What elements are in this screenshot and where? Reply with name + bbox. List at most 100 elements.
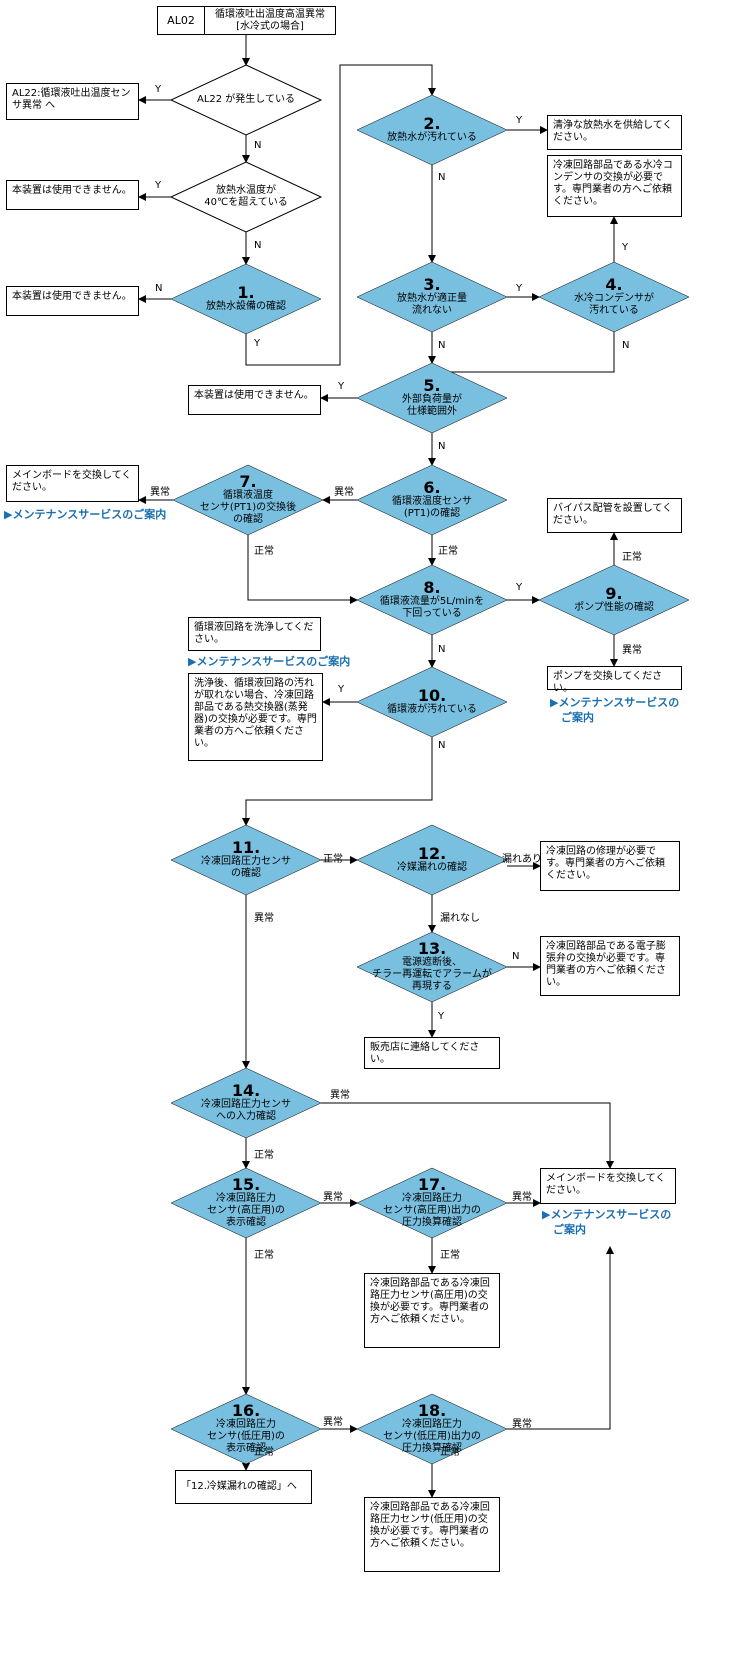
edge-label-n: N (438, 340, 446, 351)
edge-label-abnormal: 異常 (254, 913, 274, 924)
edge-label-n: N (512, 951, 520, 962)
decision-label-d17: 17.冷凍回路圧力 センサ(高圧用)出力の 圧力換算確認 (383, 1177, 481, 1229)
decision-diamond-d4 (538, 261, 690, 333)
edge-label-n: N (438, 740, 446, 751)
edge-label-normal: 正常 (622, 552, 642, 563)
box-condenser-replace: 冷凍回路部品である水冷コンデンサの交換が必要です。専門業者の方へご依頼ください。 (547, 155, 682, 217)
link-maintenance-2[interactable]: ▶メンテナンスサービスのご案内 (188, 655, 351, 668)
decision-diamond-d9 (538, 564, 690, 636)
decision-number: 8. (423, 578, 441, 597)
decision-diamond-d_al22 (169, 64, 323, 136)
edge-label-n: N (622, 340, 630, 351)
decision-label-d8: 8.循環液流量が5L/minを 下回っている (380, 580, 484, 620)
decision-diamond-d2 (356, 94, 508, 166)
edge-label-y: Y (622, 242, 629, 253)
decision-number: 18. (417, 1401, 447, 1420)
decision-number: 7. (239, 472, 257, 491)
link-maintenance-4-line2: ご案内 (553, 1223, 586, 1236)
box-flush: 循環液回路を洗浄してください。 (188, 617, 321, 651)
decision-label-d15: 15.冷凍回路圧力 センサ(高圧用)の 表示確認 (207, 1177, 285, 1229)
decision-diamond-d10 (356, 666, 508, 738)
decision-diamond-d18 (356, 1393, 508, 1465)
decision-diamond-d7 (172, 464, 324, 536)
decision-text: 冷凍回路圧力 センサ(高圧用)出力の 圧力換算確認 (383, 1193, 481, 1228)
decision-diamond-d16 (170, 1393, 322, 1465)
decision-number: 4. (605, 275, 623, 294)
decision-diamond-d5 (356, 362, 508, 434)
decision-diamond-d13 (356, 931, 508, 1003)
edge-label-abnormal: 異常 (323, 1417, 343, 1428)
decision-text: 循環液流量が5L/minを 下回っている (379, 596, 485, 619)
edge-label-normal: 正常 (254, 1447, 274, 1458)
decision-diamond-d14 (170, 1067, 322, 1139)
edge-label-abnormal: 異常 (622, 645, 642, 656)
decision-label-d16: 16.冷凍回路圧力 センサ(低圧用)の 表示確認 (207, 1403, 285, 1455)
decision-label-d3: 3.放熱水が適正量 流れない (397, 277, 467, 317)
decision-text: 電源遮断後、 チラー再運転でアラームが 再現する (372, 957, 492, 992)
edge-label-y: Y (155, 84, 162, 95)
decision-label-d10: 10.循環液が汚れている (387, 688, 477, 716)
decision-number: 6. (423, 478, 441, 497)
decision-label-d14: 14.冷凍回路圧力センサ への入力確認 (201, 1083, 291, 1123)
connector-line (247, 535, 358, 604)
decision-label-d4: 4.水冷コンデンサが 汚れている (574, 277, 654, 317)
edge-label-n: N (155, 283, 163, 294)
decision-label-d5: 5.外部負荷量が 仕様範囲外 (402, 378, 462, 418)
decision-text: 冷凍回路圧力 センサ(低圧用)の 表示確認 (207, 1419, 285, 1454)
decision-label-d12: 12.冷媒漏れの確認 (397, 846, 467, 874)
decision-label-d9: 9.ポンプ性能の確認 (574, 586, 654, 614)
box-unusable-2: 本装置は使用できません。 (6, 286, 139, 316)
box-al22-sensor: AL22:循環液吐出温度センサ異常 へ (6, 83, 139, 120)
edge-label-normal: 正常 (254, 1250, 274, 1261)
edge-label-normal: 正常 (438, 546, 458, 557)
decision-text: 循環液温度センサ (PT1)の確認 (392, 496, 472, 519)
decision-number: 2. (423, 114, 441, 133)
decision-diamond-d11 (170, 824, 322, 896)
box-mainboard-2: メインボードを交換してください。 (540, 1168, 676, 1204)
box-pump-replace: ポンプを交換してください。 (547, 666, 682, 694)
decision-text: 循環液温度 センサ(PT1)の交換後 の確認 (199, 490, 297, 525)
decision-text: 外部負荷量が 仕様範囲外 (402, 394, 462, 417)
decision-number: 5. (423, 376, 441, 395)
alarm-title-line2: [水冷式の場合] (236, 20, 304, 32)
alarm-title-table: AL02 循環液吐出温度高温異常 [水冷式の場合] (157, 6, 336, 35)
decision-label-d1: 1.放熱水設備の確認 (206, 285, 286, 313)
box-mainboard-1: メインボードを交換してください。 (6, 465, 139, 502)
link-maintenance-3-line2: ご案内 (561, 711, 594, 724)
decision-number: 14. (231, 1081, 261, 1100)
link-maintenance-1[interactable]: ▶メンテナンスサービスのご案内 (4, 508, 167, 521)
decision-text: 水冷コンデンサが 汚れている (574, 293, 654, 316)
decision-number: 17. (417, 1175, 447, 1194)
connector-line (321, 1102, 614, 1169)
decision-number: 16. (231, 1401, 261, 1420)
decision-text: 放熱水が汚れている (387, 132, 477, 143)
decision-number: 10. (417, 686, 447, 705)
edge-label-normal: 正常 (440, 1250, 460, 1261)
edge-label-n: N (438, 441, 446, 452)
decision-number: 11. (231, 838, 261, 857)
connector-line (245, 64, 436, 366)
decision-number: 15. (231, 1175, 261, 1194)
edge-label-abnormal: 異常 (150, 487, 170, 498)
decision-diamond-d17 (356, 1167, 508, 1239)
decision-diamond-d3 (356, 261, 508, 333)
edge-label-n: N (438, 172, 446, 183)
decision-label-d7: 7.循環液温度 センサ(PT1)の交換後 の確認 (200, 474, 296, 526)
box-refrigerant-repair: 冷凍回路の修理が必要です。専門業者の方へご依頼ください。 (540, 841, 680, 891)
box-contact-dealer: 販売店に連絡してください。 (364, 1037, 500, 1069)
edge-label-abnormal: 異常 (334, 487, 354, 498)
connector-line (242, 737, 433, 826)
link-maintenance-3[interactable]: ▶メンテナンスサービスのご案内 (550, 695, 679, 725)
decision-label-d2: 2.放熱水が汚れている (387, 116, 477, 144)
edge-label-n: N (254, 140, 262, 151)
box-unusable-1: 本装置は使用できません。 (6, 180, 139, 210)
decision-diamond-d12 (356, 824, 508, 896)
edge-label-normal: 正常 (254, 546, 274, 557)
edge-label-n: N (254, 240, 262, 251)
link-maintenance-4[interactable]: ▶メンテナンスサービスのご案内 (542, 1207, 671, 1237)
decision-text: AL22 が発生している (196, 94, 296, 105)
connector-line (432, 332, 615, 373)
decision-label-d_al22: AL22 が発生している (197, 94, 295, 106)
edge-label-abnormal: 異常 (512, 1192, 532, 1203)
